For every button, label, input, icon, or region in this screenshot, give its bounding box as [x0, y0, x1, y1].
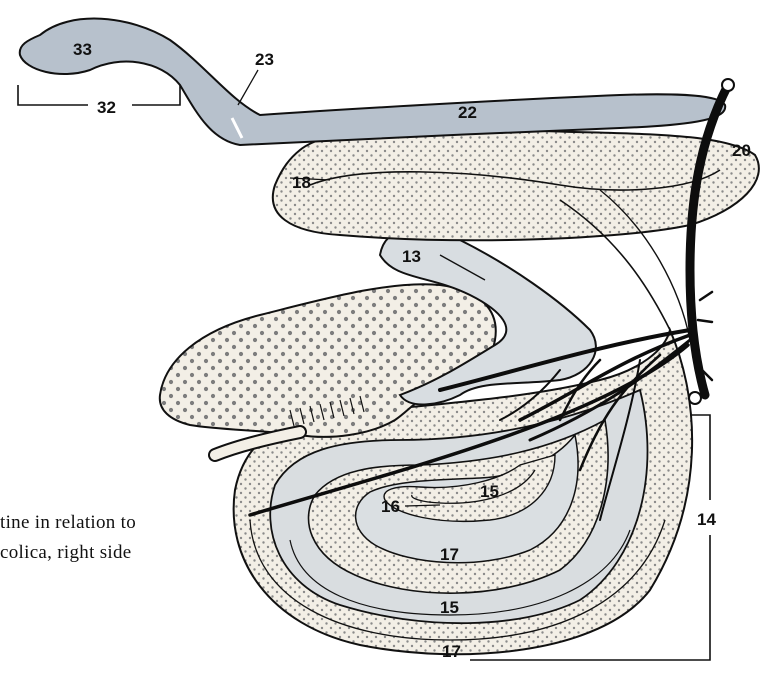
label-20: 20 — [732, 141, 751, 160]
label-17-inner: 17 — [440, 545, 459, 564]
label-33: 33 — [73, 40, 92, 59]
label-23: 23 — [255, 50, 274, 69]
label-18: 18 — [292, 173, 311, 192]
caption-line-2: colica, right side — [0, 542, 132, 564]
caption-line-1: tine in relation to — [0, 512, 136, 534]
label-16: 16 — [381, 497, 400, 516]
label-22: 22 — [458, 103, 477, 122]
label-17-outer: 17 — [442, 642, 461, 661]
label-13: 13 — [402, 247, 421, 266]
label-32: 32 — [97, 98, 116, 117]
label-14: 14 — [697, 510, 716, 529]
label-15-inner: 15 — [480, 482, 499, 501]
grey-intestine-tube — [20, 19, 725, 145]
label-15-outer: 15 — [440, 598, 459, 617]
